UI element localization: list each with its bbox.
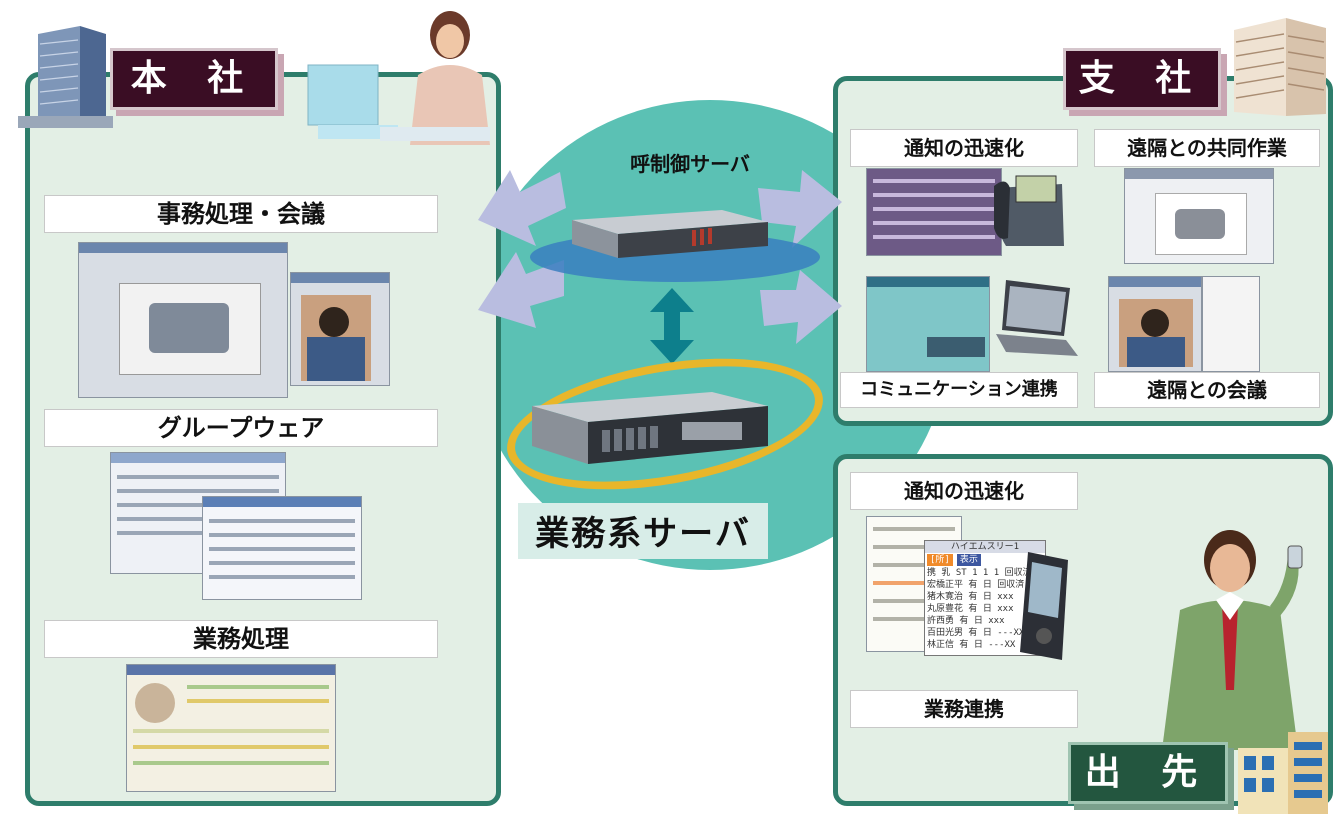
hq-title: 本 社 xyxy=(110,48,278,110)
mobile-app-screen: ハイエムスリー1 [所] 表示 携 乳 ST 1 1 1 回収済 宏橋正平 有 … xyxy=(924,540,1048,656)
hq-label-business-processing: 業務処理 xyxy=(44,620,438,658)
arrows-layer xyxy=(440,150,880,350)
remote-collab-screenshot xyxy=(1124,168,1274,264)
business-processing-screenshot xyxy=(126,664,336,792)
link-arrow-icon xyxy=(650,288,694,364)
business-server-icon xyxy=(532,382,772,466)
ip-phone-icon xyxy=(990,168,1070,252)
video-call-screenshot xyxy=(290,272,390,386)
mobile-app-row: 林正信 有 日 ---XX 判断 xyxy=(927,640,1039,650)
branch-label-remote-collab: 遠隔との共同作業 xyxy=(1094,129,1320,167)
mobile-app-row: 丸原豊花 有 日 xxx xyxy=(927,604,1014,614)
branch-title: 支 社 xyxy=(1063,48,1221,110)
field-building-icon xyxy=(1228,722,1332,814)
mobile-app-row: 猪木寛治 有 日 xxx xyxy=(927,592,1014,602)
hq-label-office-meeting: 事務処理・会議 xyxy=(44,195,438,233)
field-label-notification: 通知の迅速化 xyxy=(850,472,1078,510)
call-control-server-icon xyxy=(572,196,772,260)
mobile-phone-icon xyxy=(1010,548,1082,664)
hq-building-icon xyxy=(18,20,113,128)
mobile-app-row: 許西勇 有 日 xxx xyxy=(927,616,1005,626)
notification-screenshot xyxy=(866,168,1002,256)
communication-screenshot xyxy=(866,276,990,372)
groupware-screenshot-2 xyxy=(202,496,362,600)
business-server-label: 業務系サーバ xyxy=(535,514,751,554)
branch-label-notification: 通知の迅速化 xyxy=(850,129,1078,167)
businessman-illustration xyxy=(1130,520,1330,770)
remote-meeting-side-panel xyxy=(1202,276,1260,372)
laptop-icon xyxy=(986,272,1080,362)
branch-label-remote-meeting: 遠隔との会議 xyxy=(1094,372,1320,408)
remote-meeting-screenshot xyxy=(1108,276,1202,372)
hq-operator-illustration xyxy=(300,5,500,165)
mobile-app-select[interactable]: [所] xyxy=(927,554,953,566)
branch-building-icon xyxy=(1226,12,1334,122)
field-title: 出 先 xyxy=(1068,742,1228,804)
call-control-server-label: 呼制御サーバ xyxy=(630,152,750,176)
business-server-label-band xyxy=(518,503,768,559)
mobile-app-show-button[interactable]: 表示 xyxy=(956,554,981,566)
office-meeting-screenshot xyxy=(78,242,288,398)
mobile-app-row: 宏橋正平 有 日 回収済 xyxy=(927,580,1025,590)
field-label-business-link: 業務連携 xyxy=(850,690,1078,728)
mobile-app-row: 携 乳 ST 1 1 1 回収済 xyxy=(927,568,1032,578)
branch-label-communication: コミュニケーション連携 xyxy=(840,372,1078,408)
mobile-app-title: ハイエムスリー1 xyxy=(925,541,1045,553)
hq-label-groupware: グループウェア xyxy=(44,409,438,447)
mobile-app-row: 百田光男 有 日 ---XX 発信 xyxy=(927,628,1048,638)
